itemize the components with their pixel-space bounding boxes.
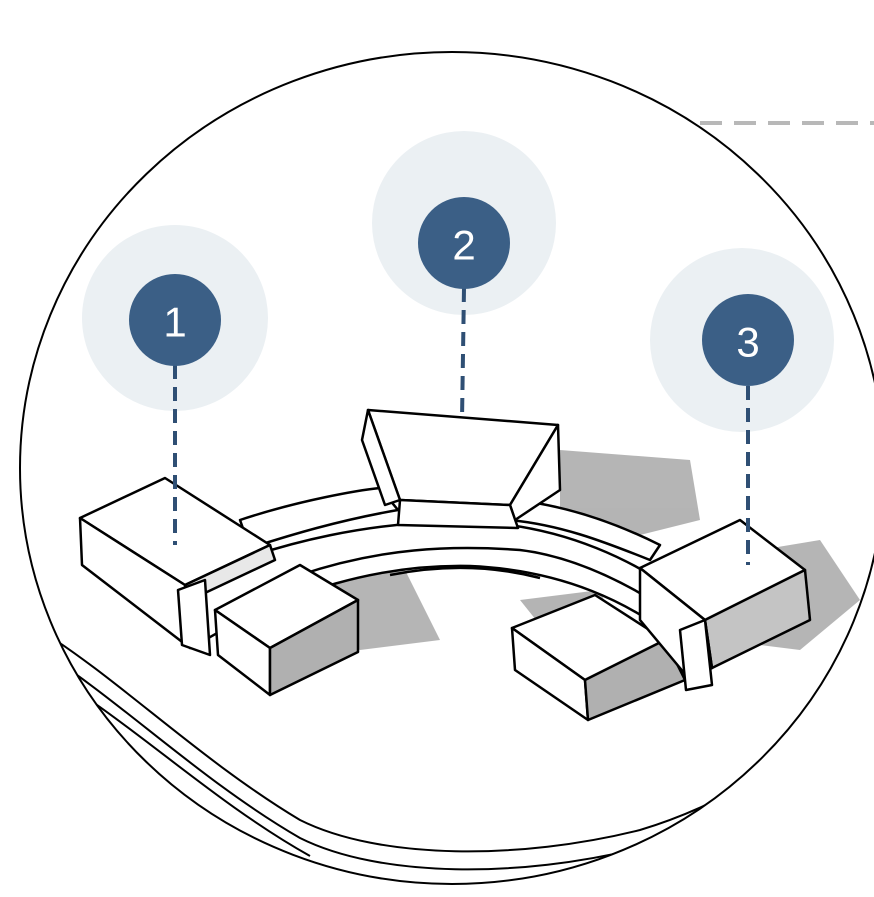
marker-badge-2[interactable]: [418, 197, 510, 289]
callout-3[interactable]: 3: [650, 248, 834, 565]
marker-badge-1[interactable]: [129, 274, 221, 366]
marker-label-1: 1: [163, 299, 186, 346]
marker-label-2: 2: [452, 222, 475, 269]
marker-badge-3[interactable]: [702, 294, 794, 386]
floor-lines: [39, 629, 871, 871]
callout-2[interactable]: 2: [372, 131, 556, 421]
module-2-seat: [396, 498, 520, 530]
frame-circle: [19, 51, 874, 885]
callout-1[interactable]: 1: [82, 225, 268, 545]
sofa-back-curve-right: [508, 498, 662, 562]
sofa-sketch: [39, 408, 871, 871]
marker-label-3: 3: [736, 319, 759, 366]
leader-line-2: [460, 287, 466, 421]
